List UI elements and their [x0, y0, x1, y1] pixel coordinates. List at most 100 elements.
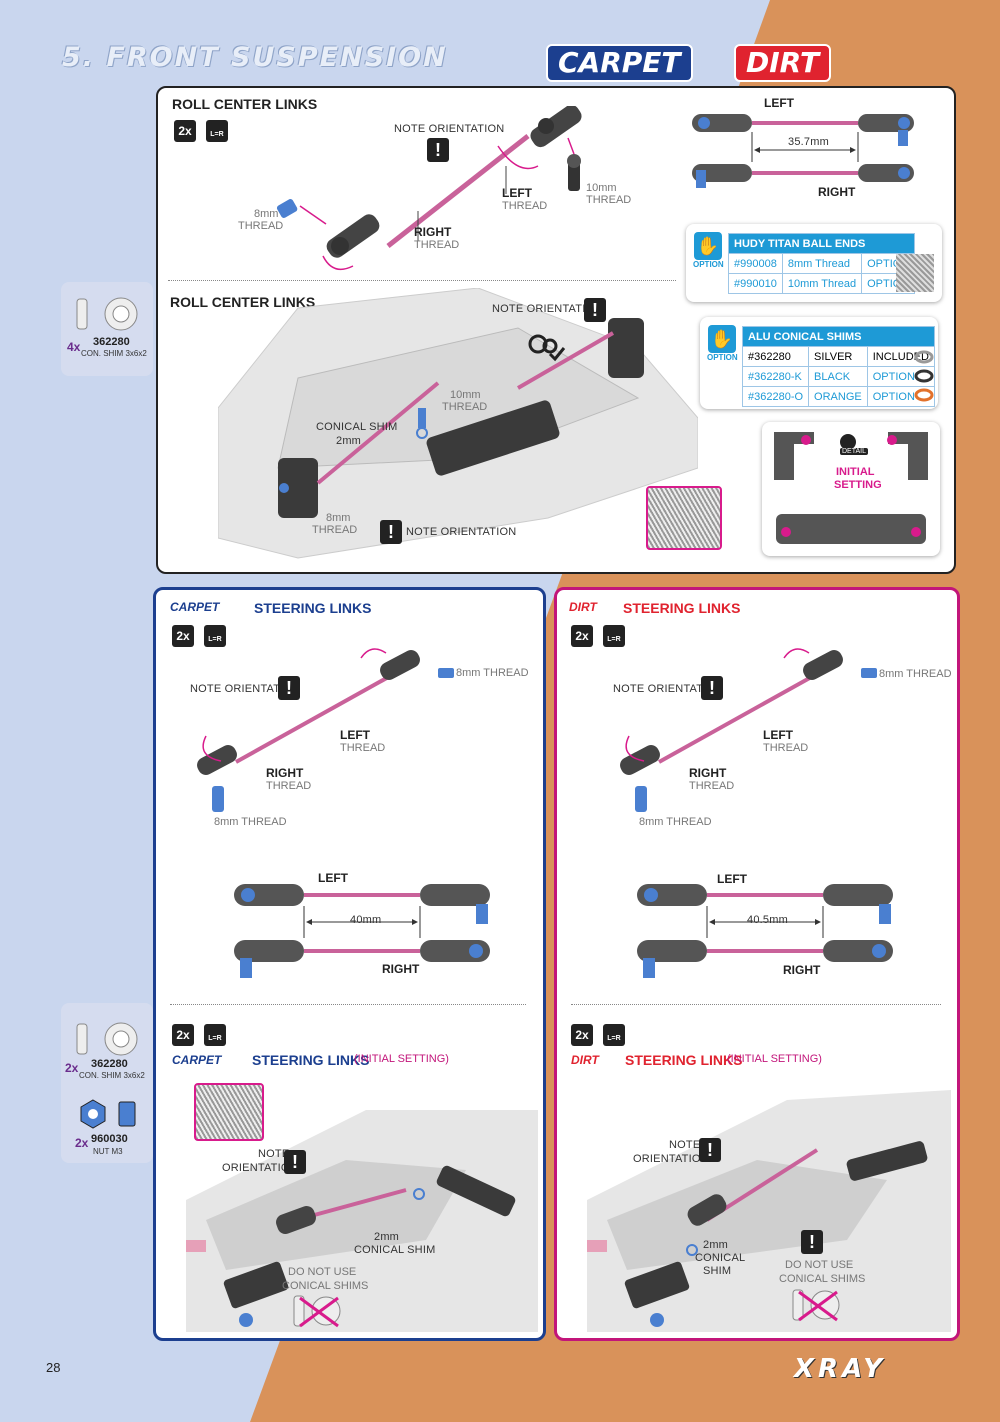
part-number: 362280: [93, 336, 130, 348]
thread-label: THREAD: [414, 239, 460, 251]
initial-setting-label: (INITIAL SETTING): [727, 1053, 822, 1065]
thread-label: THREAD: [340, 742, 386, 754]
warning-icon: !: [427, 138, 449, 162]
warning-icon: !: [701, 676, 723, 700]
note-label: NOTE: [669, 1139, 701, 1151]
table-row: #990008 8mm Thread OPTION: [728, 253, 916, 274]
thread-size-label: 8mm: [326, 512, 351, 524]
option-table: HUDY TITAN BALL ENDS #990008 8mm Thread …: [727, 233, 916, 294]
table-cell: #362280-O: [741, 386, 810, 407]
table-row: #990010 10mm Thread OPTION: [728, 273, 916, 294]
conical-shim-label: CONICAL SHIM: [354, 1244, 436, 1256]
left-equals-right-icon: L=R: [603, 1024, 625, 1046]
right-label: RIGHT: [266, 766, 304, 780]
section-title: ROLL CENTER LINKS: [172, 96, 318, 112]
carpet-logo: CARPET: [172, 1053, 222, 1067]
initial-setting-card: DETAIL INITIAL SETTING: [762, 422, 940, 556]
part-number: 960030: [91, 1133, 128, 1145]
quantity-badge: 2x: [174, 120, 196, 142]
warning-icon: !: [699, 1138, 721, 1162]
shim-size-label: 2mm: [703, 1239, 729, 1251]
dirt-badge: DIRT: [734, 44, 832, 82]
left-label: LEFT: [763, 728, 793, 742]
no-shim-icon: [792, 1289, 840, 1322]
left-equals-right-icon: L=R: [603, 625, 625, 647]
shim-size-label: 2mm: [374, 1231, 400, 1243]
table-cell: #990010: [728, 273, 783, 294]
left-label: LEFT: [318, 871, 348, 885]
option-table: ALU CONICAL SHIMS #362280 SILVER INCLUDE…: [741, 326, 935, 407]
carpet-logo: CARPET: [170, 600, 220, 614]
thread-label: THREAD: [763, 742, 809, 754]
page-number: 28: [46, 1360, 61, 1375]
quantity-badge: 2x: [571, 1024, 593, 1046]
carpet-badge: CARPET: [546, 44, 693, 82]
section-title: ROLL CENTER LINKS: [170, 294, 316, 310]
divider: [571, 1004, 941, 1005]
parts-qty: 2x: [75, 1136, 89, 1150]
thread-label: THREAD: [689, 780, 735, 792]
do-not-use-label: DO NOT USE: [288, 1266, 357, 1278]
right-label: RIGHT: [818, 185, 856, 199]
option-card-shims: ✋ OPTION ALU CONICAL SHIMS #362280 SILVE…: [700, 317, 938, 409]
conical-shims-label: CONICAL SHIMS: [779, 1273, 866, 1285]
chassis-diagram: [218, 288, 698, 559]
length-value: 40mm: [350, 914, 382, 926]
steering-link-diagram: [197, 648, 454, 812]
conical-shim-label: CONICAL SHIM: [316, 421, 398, 433]
left-equals-right-icon: L=R: [204, 625, 226, 647]
roll-center-link-diagram: [276, 106, 582, 271]
brand-logo: XRAY: [794, 1354, 887, 1384]
thumbs-up-icon: ✋: [694, 232, 722, 260]
dirt-panel: DIRT STEERING LINKS 2x L=R 8mm THREAD NO…: [554, 587, 960, 1341]
nut-icon: [80, 1099, 136, 1129]
parts-card-1: 4x 362280 CON. SHIM 3x6x2: [61, 282, 153, 376]
conical-shims-label: CONICAL SHIMS: [282, 1280, 369, 1292]
steering-link-diagram: [620, 648, 877, 812]
option-label: OPTION: [693, 260, 724, 269]
part-name: NUT M3: [93, 1147, 123, 1156]
thread-label: THREAD: [502, 200, 548, 212]
thread-size-label: 8mm THREAD: [879, 668, 952, 680]
length-value: 35.7mm: [788, 136, 829, 148]
note-orientation-label: NOTE ORIENTATION: [492, 303, 603, 315]
warning-icon: !: [278, 676, 300, 700]
note-label: NOTE: [258, 1148, 290, 1160]
table-cell: BLACK: [808, 366, 868, 387]
table-cell: #362280: [741, 346, 810, 367]
section-title: STEERING LINKS: [252, 1052, 370, 1068]
carpet-panel: CARPET STEERING LINKS 2x L=R 8mm THREAD …: [153, 587, 546, 1341]
part-number: 362280: [91, 1058, 128, 1070]
table-cell: SILVER: [808, 346, 868, 367]
thread-size-label: 8mm THREAD: [639, 816, 712, 828]
warning-icon: !: [380, 520, 402, 544]
quantity-badge: 2x: [571, 625, 593, 647]
left-equals-right-icon: L=R: [206, 120, 228, 142]
warning-icon: !: [801, 1230, 823, 1254]
table-cell: #362280-K: [741, 366, 810, 387]
left-label: LEFT: [502, 186, 532, 200]
shim-icon: [76, 1022, 138, 1056]
thread-label: THREAD: [442, 401, 488, 413]
gears-check-icon: [528, 334, 566, 362]
length-value: 40.5mm: [747, 914, 788, 926]
right-label: RIGHT: [414, 225, 452, 239]
do-not-use-label: DO NOT USE: [785, 1259, 854, 1271]
right-label: RIGHT: [382, 962, 420, 976]
shim-label: SHIM: [703, 1265, 732, 1277]
quantity-badge: 2x: [172, 625, 194, 647]
warning-icon: !: [584, 298, 606, 322]
roll-center-panel: ROLL CENTER LINKS 2x L=R NOTE ORIENTATIO…: [156, 86, 956, 574]
option-table-header: ALU CONICAL SHIMS: [742, 326, 935, 347]
detail-photo: [646, 486, 722, 550]
table-cell: 10mm Thread: [781, 273, 863, 294]
left-equals-right-icon: L=R: [204, 1024, 226, 1046]
orientation-label: ORIENTATION: [633, 1153, 709, 1165]
parts-card-2: 2x 362280 CON. SHIM 3x6x2 2x 960030 NUT …: [61, 1003, 153, 1163]
table-row: #362280-O ORANGE OPTION: [741, 386, 935, 407]
no-shim-icon: [293, 1295, 341, 1328]
table-row: #362280-K BLACK OPTION: [741, 366, 935, 387]
option-table-header: HUDY TITAN BALL ENDS: [727, 233, 916, 254]
dirt-logo: DIRT: [569, 600, 597, 614]
right-label: RIGHT: [783, 963, 821, 977]
